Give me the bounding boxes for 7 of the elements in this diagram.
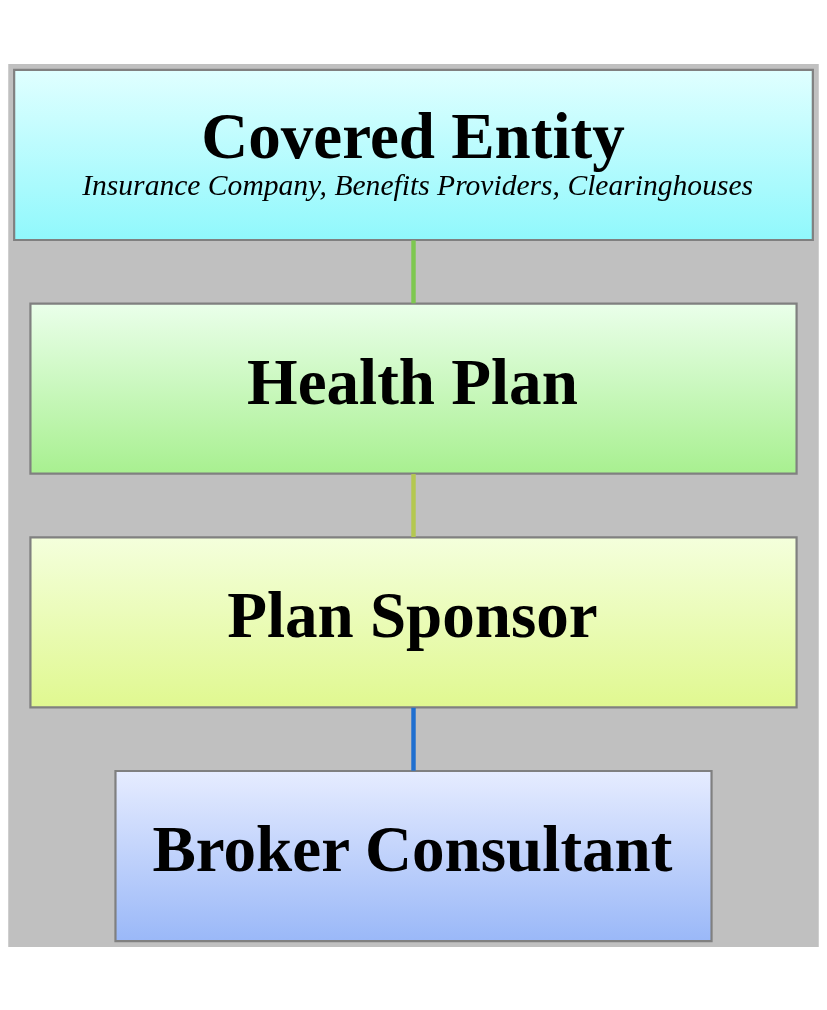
node-box: Broker Consultant xyxy=(114,769,713,942)
connector xyxy=(411,473,416,537)
node-box: Covered Entity Insurance Company, Benefits Providers, Clearinghouses xyxy=(13,68,814,241)
node-box: Plan Sponsor xyxy=(29,535,798,708)
connector xyxy=(411,239,416,303)
connector xyxy=(411,707,416,771)
node-box: Health Plan xyxy=(29,302,798,475)
